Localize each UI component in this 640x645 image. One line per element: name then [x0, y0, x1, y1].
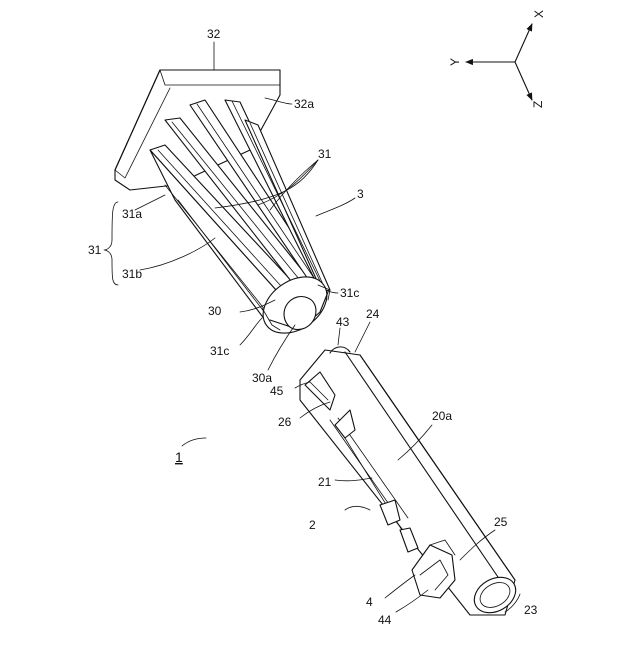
label-32: 32: [207, 27, 221, 41]
leader-31c-left: [240, 318, 262, 345]
label-20a: 20a: [432, 409, 452, 423]
label-43: 43: [336, 315, 350, 329]
axis-triad: X Y Z: [448, 10, 546, 108]
leader-4: [385, 575, 415, 598]
z-axis-arrow: [515, 62, 532, 100]
label-31b: 31b: [122, 267, 142, 281]
label-21: 21: [318, 475, 332, 489]
label-45: 45: [270, 384, 284, 398]
leader-2: [345, 506, 370, 510]
label-31-top: 31: [318, 147, 332, 161]
label-24: 24: [366, 307, 380, 321]
leader-43: [338, 328, 340, 345]
label-31a: 31a: [122, 207, 142, 221]
label-30: 30: [208, 304, 222, 318]
x-axis-arrow: [515, 24, 532, 62]
y-axis-label: Y: [448, 58, 462, 66]
x-axis-label: X: [532, 10, 546, 18]
leader-44: [396, 590, 428, 612]
label-3: 3: [357, 187, 364, 201]
label-1: 1: [175, 449, 183, 465]
label-31c-right: 31c: [340, 286, 359, 300]
leader-31b: [140, 238, 215, 270]
label-23: 23: [524, 603, 538, 617]
label-32a: 32a: [294, 97, 314, 111]
collet-fingers-31: [150, 100, 337, 345]
label-2: 2: [309, 518, 316, 532]
leader-24: [355, 322, 370, 352]
leader-1: [182, 438, 206, 446]
label-26: 26: [278, 415, 292, 429]
brace-31: [104, 202, 118, 285]
cylinder-body-2: [300, 347, 522, 620]
z-axis-label: Z: [531, 101, 545, 108]
label-31c-left: 31c: [210, 344, 229, 358]
leader-3: [316, 198, 355, 216]
label-30a: 30a: [252, 371, 272, 385]
label-44: 44: [378, 613, 392, 627]
label-4: 4: [366, 595, 373, 609]
label-31-group: 31: [88, 243, 102, 257]
label-25: 25: [494, 515, 508, 529]
